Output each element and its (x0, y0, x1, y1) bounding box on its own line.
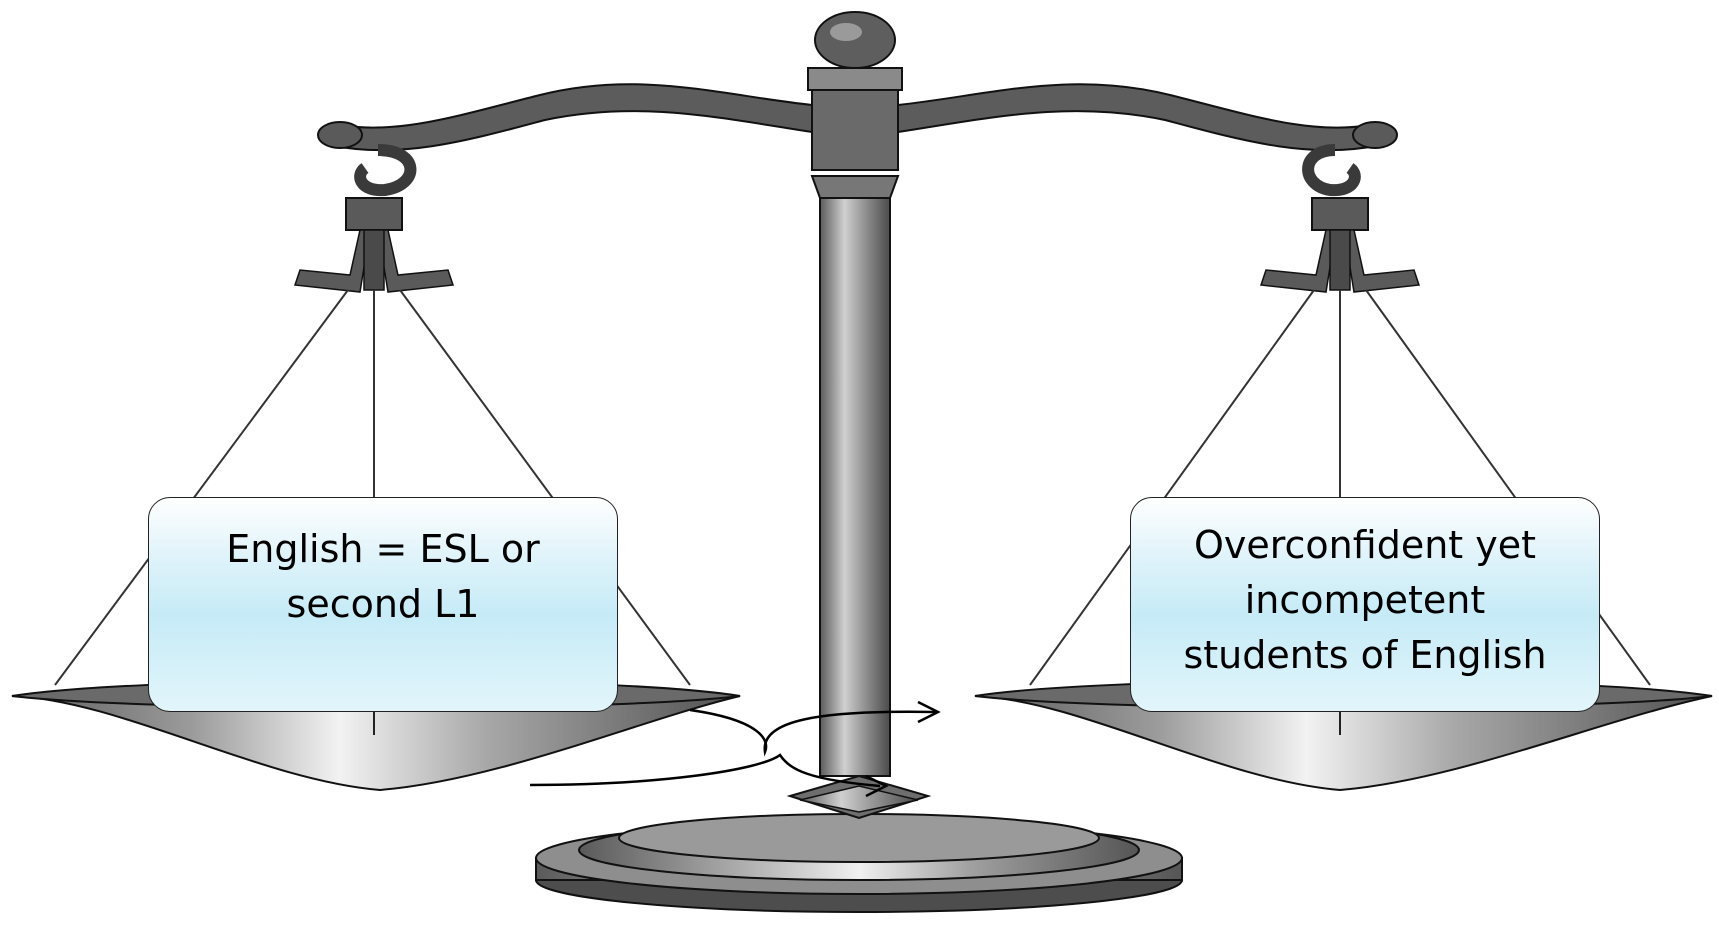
left-pan-label: English = ESL or second L1 (148, 497, 618, 712)
right-hanger (1029, 144, 1651, 700)
right-pan-line-1: Overconfident yet (1193, 523, 1537, 567)
right-pan-line-3: students of English (1183, 633, 1547, 677)
arrow-upper-head (917, 700, 941, 724)
connector-arrows (529, 700, 941, 798)
left-pan-line-2: second L1 (286, 582, 480, 626)
scale-beam (317, 83, 1398, 152)
left-pan-line-1: English = ESL or (226, 527, 540, 571)
arrow-upper (689, 708, 936, 757)
arrow-lower-head (865, 774, 889, 798)
arrow-lower (529, 753, 881, 788)
right-pan-line-2: incompetent (1244, 578, 1486, 622)
scale-base (535, 774, 1183, 913)
right-pan-label: Overconfident yet incompetent students o… (1130, 497, 1600, 712)
scale-pillar (807, 11, 903, 777)
